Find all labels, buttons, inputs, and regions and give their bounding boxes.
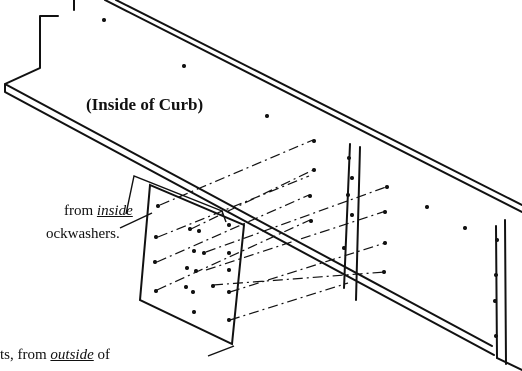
hole bbox=[346, 193, 350, 197]
splice-plate-outline bbox=[138, 183, 246, 346]
hole bbox=[342, 246, 346, 250]
alignment-line bbox=[156, 194, 310, 263]
hole bbox=[383, 241, 387, 245]
callout-outside-text-c: of bbox=[93, 347, 111, 363]
curb-end-bottom bbox=[496, 357, 522, 371]
alignment-line bbox=[205, 210, 387, 271]
plate-hole bbox=[185, 266, 189, 270]
hole bbox=[494, 334, 498, 338]
curb-end-edge-2 bbox=[504, 219, 507, 365]
callout-inside-emphasis: inside bbox=[96, 203, 133, 219]
plate-hole bbox=[154, 235, 158, 239]
hole bbox=[312, 168, 316, 172]
hole bbox=[312, 139, 316, 143]
plate-hole bbox=[227, 251, 231, 255]
plate-hole bbox=[156, 204, 160, 208]
callout-inside-text-a: from bbox=[64, 203, 97, 219]
callout-outside-line: ts, from outside of bbox=[0, 348, 110, 363]
alignment-line bbox=[229, 282, 349, 321]
callout-inside-line-2: ockwashers. bbox=[46, 226, 120, 242]
plate-hole bbox=[227, 318, 231, 322]
plate-hole bbox=[184, 285, 188, 289]
curb-joint-line bbox=[343, 143, 351, 289]
plate-hole bbox=[227, 290, 231, 294]
callout-leader-inside bbox=[125, 175, 227, 223]
hole bbox=[350, 176, 354, 180]
alignment-line bbox=[229, 242, 386, 293]
hole bbox=[463, 226, 467, 230]
hole bbox=[309, 219, 313, 223]
curb-top-flange-edge bbox=[115, 0, 522, 206]
plate-hole bbox=[191, 290, 195, 294]
plate-hole bbox=[188, 227, 192, 231]
hole bbox=[182, 64, 186, 68]
curb-outline bbox=[4, 0, 522, 371]
alignment-line bbox=[212, 271, 386, 286]
plate-hole bbox=[192, 310, 196, 314]
callout-outside-text-a: ts, from bbox=[0, 347, 51, 363]
hole bbox=[265, 114, 269, 118]
hole bbox=[102, 18, 106, 22]
curb-label: (Inside of Curb) bbox=[86, 95, 204, 114]
hole bbox=[495, 238, 499, 242]
hole bbox=[494, 273, 498, 277]
curb-left-profile bbox=[4, 15, 493, 347]
splice-plate bbox=[138, 183, 246, 346]
alignment-line bbox=[157, 175, 310, 238]
callout-leader-inside-2 bbox=[119, 212, 153, 229]
callout-inside-line-1: from inside bbox=[64, 204, 133, 219]
plate-hole bbox=[211, 284, 215, 288]
plate-hole bbox=[194, 269, 198, 273]
hole bbox=[383, 210, 387, 214]
hole bbox=[347, 156, 351, 160]
plate-hole bbox=[227, 268, 231, 272]
plate-hole bbox=[192, 249, 196, 253]
callout-leaders bbox=[119, 175, 235, 357]
curb-bottom-flange bbox=[4, 83, 495, 356]
alignment-lines bbox=[156, 139, 387, 321]
curb-top-flange-inner-edge bbox=[104, 0, 522, 213]
callout-outside-emphasis: outside bbox=[50, 347, 94, 363]
plate-hole bbox=[227, 223, 231, 227]
hole bbox=[493, 299, 497, 303]
hole bbox=[308, 194, 312, 198]
plate-hole bbox=[197, 229, 201, 233]
alignment-line bbox=[159, 139, 314, 206]
plate-hole bbox=[202, 251, 206, 255]
callout-leader-outside bbox=[207, 345, 235, 357]
plate-hole bbox=[154, 289, 158, 293]
hole bbox=[385, 185, 389, 189]
fastener-holes bbox=[102, 18, 499, 338]
hole bbox=[350, 213, 354, 217]
hole bbox=[382, 270, 386, 274]
curb-joint-line-2 bbox=[355, 146, 361, 301]
hole bbox=[425, 205, 429, 209]
alignment-line bbox=[205, 186, 387, 253]
curb-end-edge bbox=[495, 225, 498, 359]
alignment-line bbox=[156, 219, 311, 291]
plate-hole bbox=[153, 260, 157, 264]
